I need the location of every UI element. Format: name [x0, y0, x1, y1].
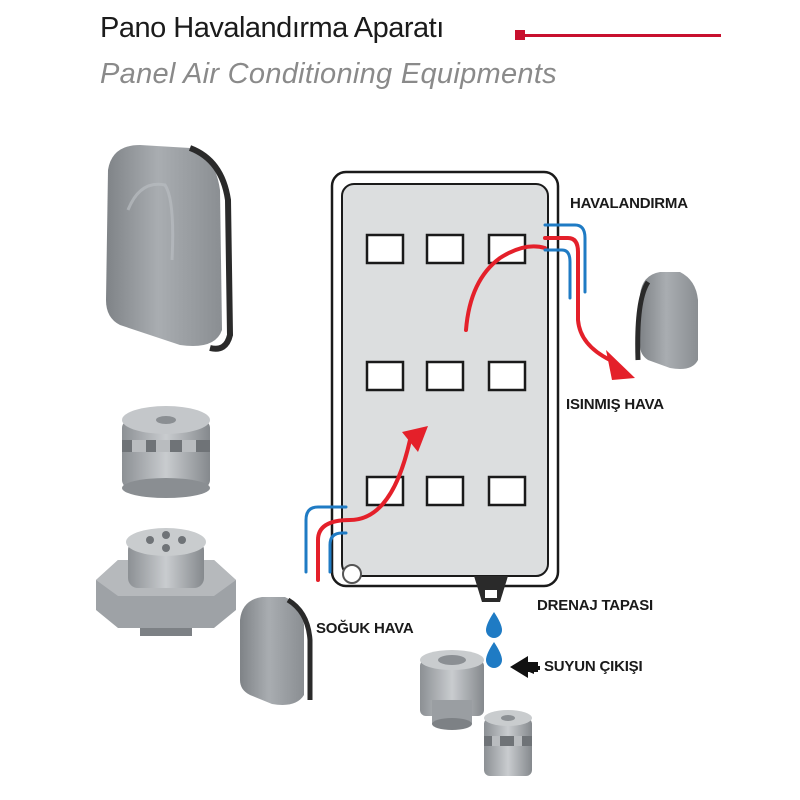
water-drop-icon: [486, 612, 502, 668]
air-flow-paths: [304, 223, 635, 582]
electrical-panel: [330, 170, 560, 602]
small-vent-hood-icon: [635, 272, 698, 369]
small-grommet-bottom-icon: [484, 710, 532, 776]
label-warm-air: ISINMIŞ HAVA: [566, 396, 664, 413]
flanged-grommet-icon: [96, 528, 236, 636]
label-drain-plug: DRENAJ TAPASI: [537, 597, 654, 614]
label-ventilation: HAVALANDIRMA: [570, 195, 688, 212]
label-water-outlet: SUYUN ÇIKIŞI: [544, 658, 643, 675]
title-turkish: Pano Havalandırma Aparatı: [100, 12, 444, 44]
title-accent-line: [517, 34, 721, 37]
drain-fitting-icon: [420, 650, 484, 730]
inlet-vent-hood-icon: [240, 597, 313, 705]
small-grommet-icon: [122, 406, 210, 498]
arrow-left-pointer: [510, 656, 538, 678]
label-cold-air: SOĞUK HAVA: [316, 620, 414, 637]
large-vent-hood-icon: [106, 145, 234, 352]
title-english: Panel Air Conditioning Equipments: [100, 58, 557, 90]
